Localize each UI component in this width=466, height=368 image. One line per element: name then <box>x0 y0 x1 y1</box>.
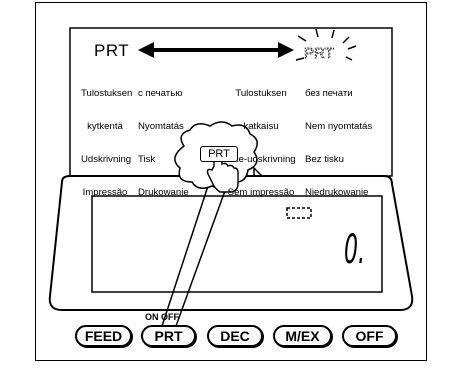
on-off-label: ON OFF <box>145 312 179 322</box>
prt-button[interactable]: PRT <box>141 325 196 347</box>
col1-line3: Udskrivning <box>81 154 132 165</box>
col4-line2: Nem nyomtatás <box>305 121 373 132</box>
lcd-window <box>91 195 383 293</box>
col1-line1: Tulostuksen <box>81 88 133 99</box>
col3-line1: Tulostuksen <box>235 88 287 99</box>
mex-button[interactable]: M/EX <box>273 325 332 347</box>
text-col1: Tulostuksen kytkentä Udskrivning Impress… <box>81 66 133 209</box>
text-col3: Tulostuksen katkaisu Ikke-udskrivning Se… <box>225 66 297 209</box>
col4-line1: без печати <box>305 88 353 99</box>
prt-indicator <box>286 207 312 219</box>
col3-line3: Ikke-udskrivning <box>226 154 296 165</box>
off-button[interactable]: OFF <box>342 325 397 347</box>
display-digit: 0. <box>344 227 365 273</box>
col1-line4: Impressão <box>82 187 128 198</box>
col3-line4: Sem impressão <box>227 187 295 198</box>
col2-line1: с печатью <box>138 88 183 99</box>
col3-line2: katkaisu <box>243 121 279 132</box>
col1-line2: kytkentä <box>87 121 123 132</box>
prt-faded-label: PRT <box>304 45 334 62</box>
double-arrow-icon <box>138 42 294 58</box>
col2-line2: Nyomtatás <box>138 121 184 132</box>
bubble-prt-key: PRT <box>200 146 238 162</box>
col4-line3: Bez tisku <box>305 154 344 165</box>
col2-line4: Drukowanie <box>138 187 189 198</box>
blink-rays-icon <box>295 28 357 61</box>
feed-button[interactable]: FEED <box>75 325 132 347</box>
col2-line3: Tisk <box>138 154 156 165</box>
prt-label: PRT <box>94 41 130 60</box>
text-col4: без печати Nem nyomtatás Bez tisku Niedr… <box>305 66 372 209</box>
col4-line4: Niedrukowanie <box>305 187 369 198</box>
text-col2: с печатью Nyomtatás Tisk Drukowanie <box>138 66 189 209</box>
dec-button[interactable]: DEC <box>207 325 263 347</box>
